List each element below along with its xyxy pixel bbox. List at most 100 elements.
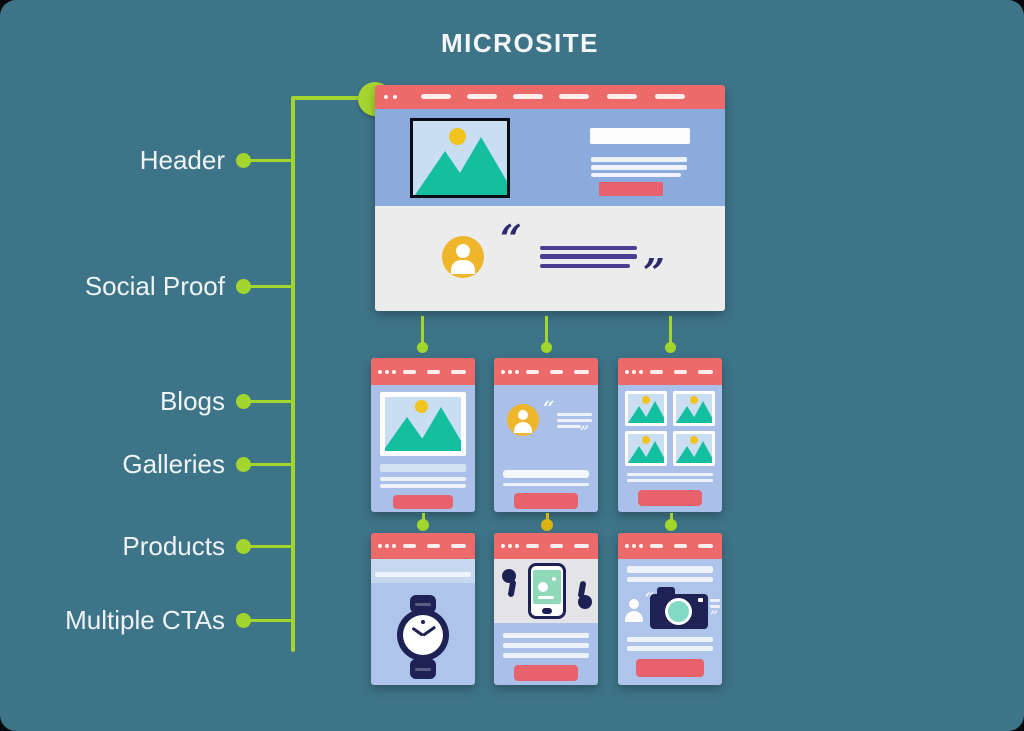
nav-link-bar [403, 370, 416, 374]
text-line [627, 577, 713, 582]
nav-link-bar [607, 94, 637, 99]
nav-link-bar [655, 94, 685, 99]
close-quote-icon: ” [643, 250, 665, 295]
browser-dot-icon [501, 544, 505, 548]
nav-link-bar [574, 370, 589, 374]
text-line [503, 483, 589, 486]
nav-link-bar [650, 370, 663, 374]
text-line [380, 484, 466, 488]
avatar-icon [442, 236, 484, 278]
text-line [710, 599, 720, 602]
earbud-icon [502, 569, 522, 603]
browser-dot-icon [385, 544, 389, 548]
browser-dot-icon [508, 544, 512, 548]
browser-dot-icon [501, 370, 505, 374]
nav-link-bar [550, 370, 563, 374]
image-placeholder-icon [410, 118, 510, 198]
connector-drop [541, 513, 553, 532]
text-line [627, 479, 713, 482]
browser-dot-icon [385, 370, 389, 374]
cta-button [514, 493, 578, 509]
connector-dot [417, 342, 428, 353]
text-line [557, 413, 592, 416]
hero-cta-button [599, 182, 663, 196]
browser-dot-icon [392, 544, 396, 548]
browser-dot-icon [632, 370, 636, 374]
nav-link-bar [421, 94, 451, 99]
label-multiple-ctas: Multiple CTAs [65, 605, 225, 635]
testimonial-text-line [540, 246, 637, 250]
testimonial-text-line [540, 254, 637, 259]
nav-link-bar [550, 544, 563, 548]
browser-bar [375, 85, 725, 109]
mountain-icon [691, 401, 712, 423]
watch-12-marker [421, 620, 425, 624]
nav-link-bar [559, 94, 589, 99]
nav-link-bar [403, 544, 416, 548]
nav-link-bar [674, 370, 687, 374]
phone-screen [533, 570, 561, 604]
mountain-icon [643, 441, 664, 463]
hero-section [375, 109, 725, 206]
label-products: Products [122, 531, 225, 561]
image-placeholder-icon [628, 394, 664, 423]
avatar-head [456, 244, 470, 258]
browser-dot-icon [378, 370, 382, 374]
text-line [557, 419, 592, 422]
nav-link-bar [526, 544, 539, 548]
watch-strap-top [410, 595, 436, 613]
social-proof-section: “ ” [375, 206, 725, 311]
nav-link-bar [698, 544, 713, 548]
nav-link-bar [451, 370, 466, 374]
nav-link-bar [650, 544, 663, 548]
connector-drop [665, 513, 677, 532]
hero-text-line [591, 157, 687, 162]
products-dot [236, 539, 251, 554]
social-proof-dot [236, 279, 251, 294]
connector-line [545, 316, 548, 343]
open-quote-icon: “ [500, 216, 522, 261]
gallery-tile [673, 431, 715, 466]
image-placeholder-icon [385, 397, 461, 451]
sun-icon [690, 396, 698, 404]
text-line [627, 637, 713, 642]
person-silhouette-icon [624, 599, 644, 622]
galleries-connector-line [248, 463, 293, 466]
nav-link-bar [698, 370, 713, 374]
nav-link-bar [574, 544, 589, 548]
sun-icon [690, 436, 698, 444]
cta-button [636, 659, 704, 677]
connector-line [669, 316, 672, 343]
connector-line [421, 316, 424, 343]
image-placeholder-icon [628, 434, 664, 463]
browser-dot-icon [632, 544, 636, 548]
text-line [380, 464, 466, 472]
blog-image-frame [380, 392, 466, 456]
browser-dot-icon [393, 95, 397, 99]
header-dot [236, 153, 251, 168]
browser-dot-icon [639, 544, 643, 548]
sun-icon [642, 396, 650, 404]
sub-header-band [371, 559, 475, 583]
cta-button [514, 665, 578, 681]
browser-dot-icon [508, 370, 512, 374]
nav-link-bar [513, 94, 543, 99]
smartphone-icon [528, 563, 566, 619]
text-line [710, 605, 720, 608]
mountain-icon [643, 401, 664, 423]
label-social-proof: Social Proof [84, 271, 225, 301]
product-earbuds-page-mockup [494, 533, 598, 685]
nav-link-bar [427, 544, 440, 548]
text-line [503, 633, 589, 638]
cta-button [638, 490, 702, 506]
label-galleries: Galleries [122, 449, 225, 479]
earbud-icon [572, 575, 592, 609]
product-watch-page-mockup [371, 533, 475, 685]
browser-bar [618, 358, 722, 385]
galleries-dot [236, 457, 251, 472]
browser-dot-icon [639, 370, 643, 374]
image-placeholder-icon [676, 394, 712, 423]
text-line [627, 646, 713, 651]
text-line [627, 473, 713, 476]
blog-page-mockup [371, 358, 475, 512]
